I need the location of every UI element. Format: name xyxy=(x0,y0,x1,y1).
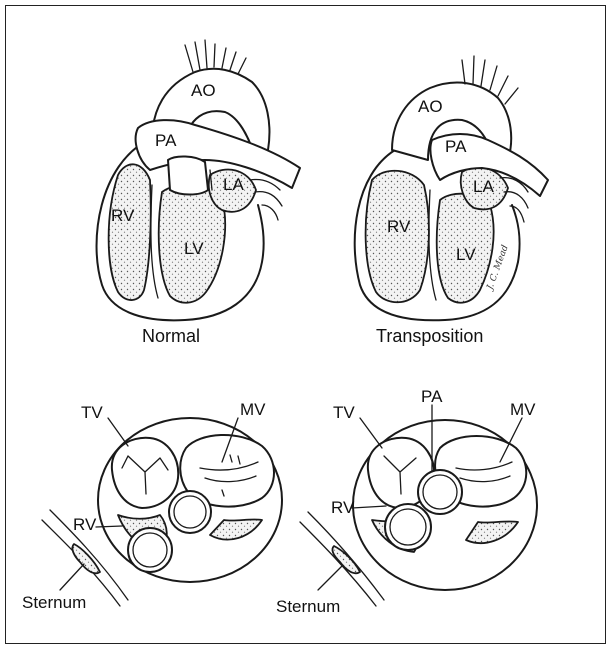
transposition-section-tv-label: TV xyxy=(333,403,355,422)
transposition-septum-line xyxy=(429,190,436,300)
normal-lv-crescent xyxy=(210,519,262,539)
transposition-rv-leader xyxy=(352,506,386,508)
normal-section-rv-label: RV xyxy=(73,515,97,534)
transposition-pulmonary-valve-outer xyxy=(418,470,462,514)
transposition-pa-label: PA xyxy=(445,137,467,156)
transposition-section-pa-label: PA xyxy=(421,387,443,406)
normal-ao-label: AO xyxy=(191,81,216,100)
normal-tv-leader xyxy=(108,418,128,446)
normal-pa-label: PA xyxy=(155,131,177,150)
transposition-lv-label: LV xyxy=(456,245,476,264)
transposition-sternum-leader xyxy=(318,566,342,590)
normal-sternum-leader xyxy=(60,564,84,590)
transposition-section-mv-label: MV xyxy=(510,400,536,419)
transposition-tv-leader xyxy=(360,418,382,448)
normal-infundibulum xyxy=(168,156,208,194)
transposition-heart: J. C. Mead xyxy=(355,56,548,320)
normal-rv-chamber xyxy=(109,164,151,300)
normal-aortic-valve-outer xyxy=(169,491,211,533)
transposition-la-label: LA xyxy=(473,177,494,196)
normal-pulmonary-valve-outer xyxy=(128,528,172,572)
normal-rv-leader xyxy=(96,526,122,527)
normal-rv-label: RV xyxy=(111,206,135,225)
transposition-caption: Transposition xyxy=(376,326,483,346)
normal-lv-label: LV xyxy=(184,239,204,258)
transposition-rv-label: RV xyxy=(387,217,411,236)
normal-section-mv-label: MV xyxy=(240,400,266,419)
transposition-lv-crescent xyxy=(466,521,518,543)
transposition-rv-chamber xyxy=(366,171,429,303)
transposition-section-sternum-label: Sternum xyxy=(276,597,340,616)
normal-section xyxy=(42,418,282,606)
normal-caption: Normal xyxy=(142,326,200,346)
transposition-aortic-valve-outer xyxy=(385,504,431,550)
normal-la-label: LA xyxy=(223,175,244,194)
transposition-section-rv-label: RV xyxy=(331,498,355,517)
transposition-ao-label: AO xyxy=(418,97,443,116)
normal-section-tv-label: TV xyxy=(81,403,103,422)
normal-section-sternum-label: Sternum xyxy=(22,593,86,612)
